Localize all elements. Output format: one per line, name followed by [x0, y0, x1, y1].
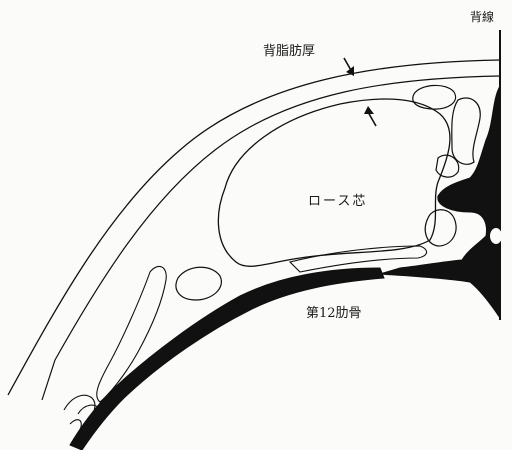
small-muscle-3 — [436, 155, 459, 177]
small-muscle-1 — [413, 85, 456, 109]
backfat-arrow-bottom-head — [364, 106, 374, 114]
small-muscle-5 — [176, 267, 221, 300]
twelfth-rib-label: 第12肋骨 — [306, 302, 362, 321]
backfat-arrow-bottom — [368, 112, 376, 126]
backfat-thickness-label: 背脂肪厚 — [263, 40, 315, 59]
spine-line-label: 背線 — [470, 8, 494, 25]
vertebra-foramen — [490, 228, 502, 244]
vertebra — [380, 86, 500, 318]
small-muscle-2 — [452, 98, 480, 164]
loin-eye-muscle — [218, 99, 450, 266]
outer-back-contour — [8, 60, 500, 395]
twelfth-rib — [70, 268, 384, 450]
loin-eye-label: ロース芯 — [308, 190, 367, 209]
